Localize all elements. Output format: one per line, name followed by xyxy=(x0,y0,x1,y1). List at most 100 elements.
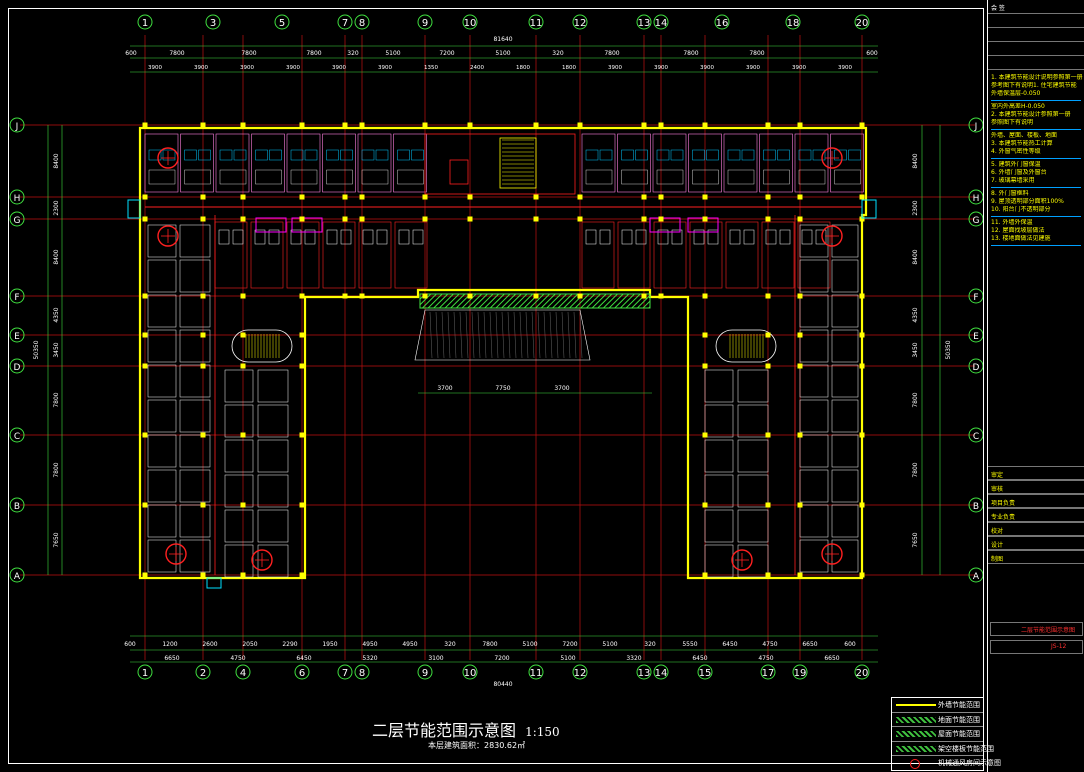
structural-column xyxy=(765,332,771,338)
dimension-text: 7200 xyxy=(562,641,577,648)
structural-column xyxy=(765,293,771,299)
fixture xyxy=(670,149,684,161)
structural-column xyxy=(702,502,708,508)
structural-column xyxy=(240,194,246,200)
axis-bubble-label: 20 xyxy=(856,668,869,679)
legend-item: 外墙节能范围 xyxy=(892,698,983,713)
structural-column xyxy=(797,194,803,200)
canopy-hatch xyxy=(429,311,433,359)
structural-column xyxy=(342,293,348,299)
canopy-hatch xyxy=(537,311,541,359)
axis-bubble-label: C xyxy=(14,432,20,442)
dimension-text: 4350 xyxy=(912,307,919,322)
room-cell xyxy=(617,133,651,193)
structural-column xyxy=(359,216,365,222)
dimension-text: 1800 xyxy=(562,65,576,71)
room-cell xyxy=(257,509,289,543)
legend-item: 架空楼板节能范围 xyxy=(892,742,994,757)
axis-bubble xyxy=(653,664,669,680)
axis-bubble-label: 17 xyxy=(762,668,775,679)
structural-column xyxy=(240,332,246,338)
structural-column xyxy=(859,293,865,299)
canopy-hatch xyxy=(543,311,547,359)
structural-column xyxy=(859,332,865,338)
axis-bubble xyxy=(462,14,478,30)
room-cell xyxy=(179,469,211,503)
dimension-text: 3900 xyxy=(608,65,622,71)
dimension-text: 4750 xyxy=(762,641,777,648)
sign-row: 设计 xyxy=(988,536,1084,550)
fixture xyxy=(585,149,599,161)
side-entrance xyxy=(861,199,877,219)
ventilation-symbol xyxy=(821,543,843,565)
drawing-title: 二层节能范围示意图 1:150 xyxy=(372,721,560,740)
exit-door xyxy=(206,577,222,589)
axis-bubble xyxy=(528,664,544,680)
structural-column xyxy=(342,122,348,128)
canopy-hatch xyxy=(465,311,469,359)
structural-column xyxy=(658,216,664,222)
dimension-text: 320 xyxy=(644,641,656,648)
room-cell xyxy=(147,294,177,328)
room-cell xyxy=(224,404,254,438)
dimension-text: 5100 xyxy=(385,50,400,57)
fixture xyxy=(729,229,741,245)
structural-column xyxy=(240,432,246,438)
axis-bubble xyxy=(697,664,713,680)
dimension-text: 3900 xyxy=(654,65,668,71)
fixture xyxy=(411,149,424,161)
axis-bubble xyxy=(9,567,25,583)
structural-column xyxy=(467,216,473,222)
axis-bubble-label: G xyxy=(14,216,21,226)
dimension-text: 3450 xyxy=(912,342,919,357)
dimension-text: 320 xyxy=(347,50,359,57)
axis-bubble xyxy=(9,117,25,133)
design-note: 外墙保温层-0.050 xyxy=(991,90,1041,97)
room-cell xyxy=(704,509,734,543)
canopy-hatch xyxy=(495,311,499,359)
room-cell xyxy=(737,474,769,508)
axis-bubble xyxy=(137,664,153,680)
axis-bubble-label: J xyxy=(15,122,19,132)
room-cell xyxy=(688,133,722,193)
dimension-text: 2300 xyxy=(912,200,919,215)
room-cell xyxy=(215,133,250,193)
dimension-text: 4350 xyxy=(53,307,60,322)
axis-bubble xyxy=(572,14,588,30)
axis-bubble xyxy=(9,189,25,205)
design-note: 12. 屋面找坡层做法 xyxy=(991,227,1045,234)
axis-bubble-label: C xyxy=(973,432,979,442)
design-note: 13. 楼地面做法见建施 xyxy=(991,235,1051,242)
toilet-room xyxy=(255,217,287,233)
fixture xyxy=(834,149,847,161)
axis-bubble xyxy=(636,14,652,30)
axis-bubble-label: 9 xyxy=(422,18,428,29)
axis-bubble-label: 3 xyxy=(210,18,216,29)
room-cell xyxy=(737,404,769,438)
room-cell xyxy=(224,474,254,508)
axis-bubble xyxy=(294,664,310,680)
dimension-text: 50350 xyxy=(33,340,40,359)
fixture xyxy=(290,229,302,245)
structural-column xyxy=(200,293,206,299)
canopy-hatch xyxy=(561,311,565,359)
fixture xyxy=(692,169,719,185)
structural-column xyxy=(200,216,206,222)
room-cell xyxy=(179,259,211,293)
drawing-number-cell: JS-12 xyxy=(990,640,1083,654)
sign-row: 校对 xyxy=(988,522,1084,536)
dimension-text: 5100 xyxy=(522,641,537,648)
dimension-text: 7800 xyxy=(53,462,60,477)
design-note: 6. 外墙门窗及外窗台 xyxy=(991,169,1047,176)
structural-column xyxy=(142,363,148,369)
room-cell xyxy=(214,221,248,289)
dimension-text: 7800 xyxy=(912,392,919,407)
room-cell xyxy=(799,434,829,468)
canopy-hatch xyxy=(567,311,571,359)
canopy-hatch xyxy=(549,311,553,359)
axis-bubble xyxy=(417,664,433,680)
structural-column xyxy=(859,122,865,128)
fixture xyxy=(232,229,244,245)
canopy-hatch xyxy=(447,311,451,359)
room-cell xyxy=(179,364,211,398)
